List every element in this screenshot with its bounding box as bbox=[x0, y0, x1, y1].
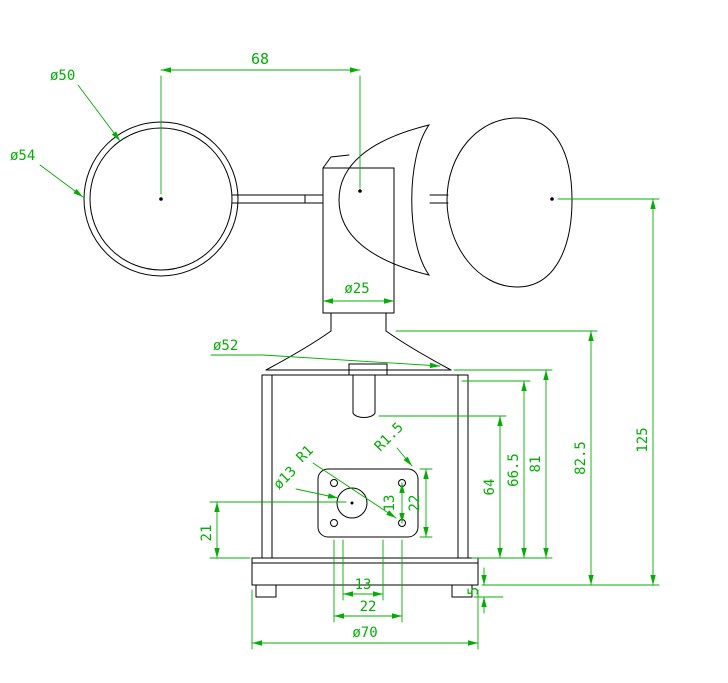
leader-line bbox=[396, 447, 413, 467]
dim-label: ø50 bbox=[50, 68, 75, 84]
dim-label: R1.5 bbox=[372, 420, 407, 455]
dim-64: 64 bbox=[378, 415, 507, 559]
dim-label: 68 bbox=[251, 50, 269, 68]
mounting-plate bbox=[317, 468, 419, 538]
label-dia54: ø54 bbox=[10, 148, 84, 198]
dim-dia70: ø70 bbox=[251, 589, 479, 650]
leader-line bbox=[295, 488, 339, 499]
right-cup-outline bbox=[446, 117, 573, 288]
center-hole bbox=[336, 487, 368, 519]
dim-81: 81 bbox=[453, 369, 553, 559]
dim-label: 21 bbox=[199, 525, 215, 542]
leader-line bbox=[77, 84, 121, 142]
post-bottom-cap bbox=[352, 412, 376, 418]
bell-left-curve bbox=[265, 330, 332, 371]
dim-label: 22 bbox=[407, 495, 423, 512]
dim-22-bottom: 22 bbox=[333, 539, 403, 623]
dim-68: 68 bbox=[160, 50, 361, 195]
rotor-arm-left bbox=[231, 194, 324, 204]
bell-right-curve bbox=[385, 330, 452, 371]
center-cup bbox=[338, 124, 431, 276]
right-foot bbox=[451, 584, 473, 598]
center-hole-dot bbox=[350, 501, 354, 505]
dim-66-5: 66.5 bbox=[461, 380, 531, 559]
label-dia52: ø52 bbox=[210, 338, 441, 369]
label-r1: R1 bbox=[294, 443, 397, 519]
dim-label: 66.5 bbox=[506, 453, 522, 487]
connector-tab bbox=[348, 363, 388, 376]
main-body bbox=[261, 374, 469, 559]
column-cap-line bbox=[322, 154, 350, 169]
shared-extension-lines bbox=[471, 557, 660, 586]
dim-label: 13 bbox=[355, 577, 372, 593]
base-plate bbox=[251, 557, 479, 586]
bolt-hole-bottom-left bbox=[330, 519, 338, 527]
center-cup-outline bbox=[338, 124, 431, 276]
rotor-center-dot bbox=[358, 189, 362, 193]
right-cup bbox=[446, 117, 573, 288]
dim-plate-22-vertical: 22 bbox=[407, 468, 433, 538]
dim-label: 125 bbox=[635, 427, 651, 452]
left-cup-center-dot bbox=[159, 197, 163, 201]
label-r1-5: R1.5 bbox=[372, 420, 413, 467]
sensor-column bbox=[322, 154, 395, 332]
dim-plate-13-vertical: 13 bbox=[382, 482, 405, 524]
dim-label: 13 bbox=[382, 495, 398, 512]
dim-label: 81 bbox=[528, 456, 544, 473]
rotor-arm-right bbox=[429, 194, 449, 204]
leader-line bbox=[312, 462, 397, 519]
dim-21: 21 bbox=[199, 501, 347, 559]
dim-dia25: ø25 bbox=[322, 281, 395, 304]
dim-label: ø25 bbox=[344, 281, 369, 297]
dim-125: 125 bbox=[557, 198, 660, 586]
dim-label: ø52 bbox=[213, 338, 238, 354]
leader-line bbox=[39, 164, 84, 198]
dim-label: ø70 bbox=[352, 625, 377, 641]
dim-label: 22 bbox=[360, 599, 377, 615]
leader-line bbox=[262, 354, 441, 369]
dim-label: 64 bbox=[482, 479, 498, 496]
dim-label: 82.5 bbox=[573, 441, 589, 475]
inner-post bbox=[352, 374, 376, 418]
dim-label: R1 bbox=[294, 443, 317, 466]
dim-5: 5 bbox=[466, 567, 504, 614]
dim-label: ø54 bbox=[10, 148, 35, 164]
dim-label: 5 bbox=[466, 587, 482, 595]
bolt-hole-top-left bbox=[330, 479, 338, 487]
left-foot bbox=[255, 584, 277, 598]
dim-82-5: 82.5 bbox=[395, 330, 598, 586]
dim-label: ø13 bbox=[271, 464, 300, 493]
dim-13-bottom: 13 bbox=[342, 539, 384, 601]
plate-outline bbox=[317, 468, 419, 538]
right-cup-center-dot bbox=[550, 197, 554, 201]
label-dia50: ø50 bbox=[50, 68, 121, 142]
bell-housing bbox=[265, 330, 452, 371]
